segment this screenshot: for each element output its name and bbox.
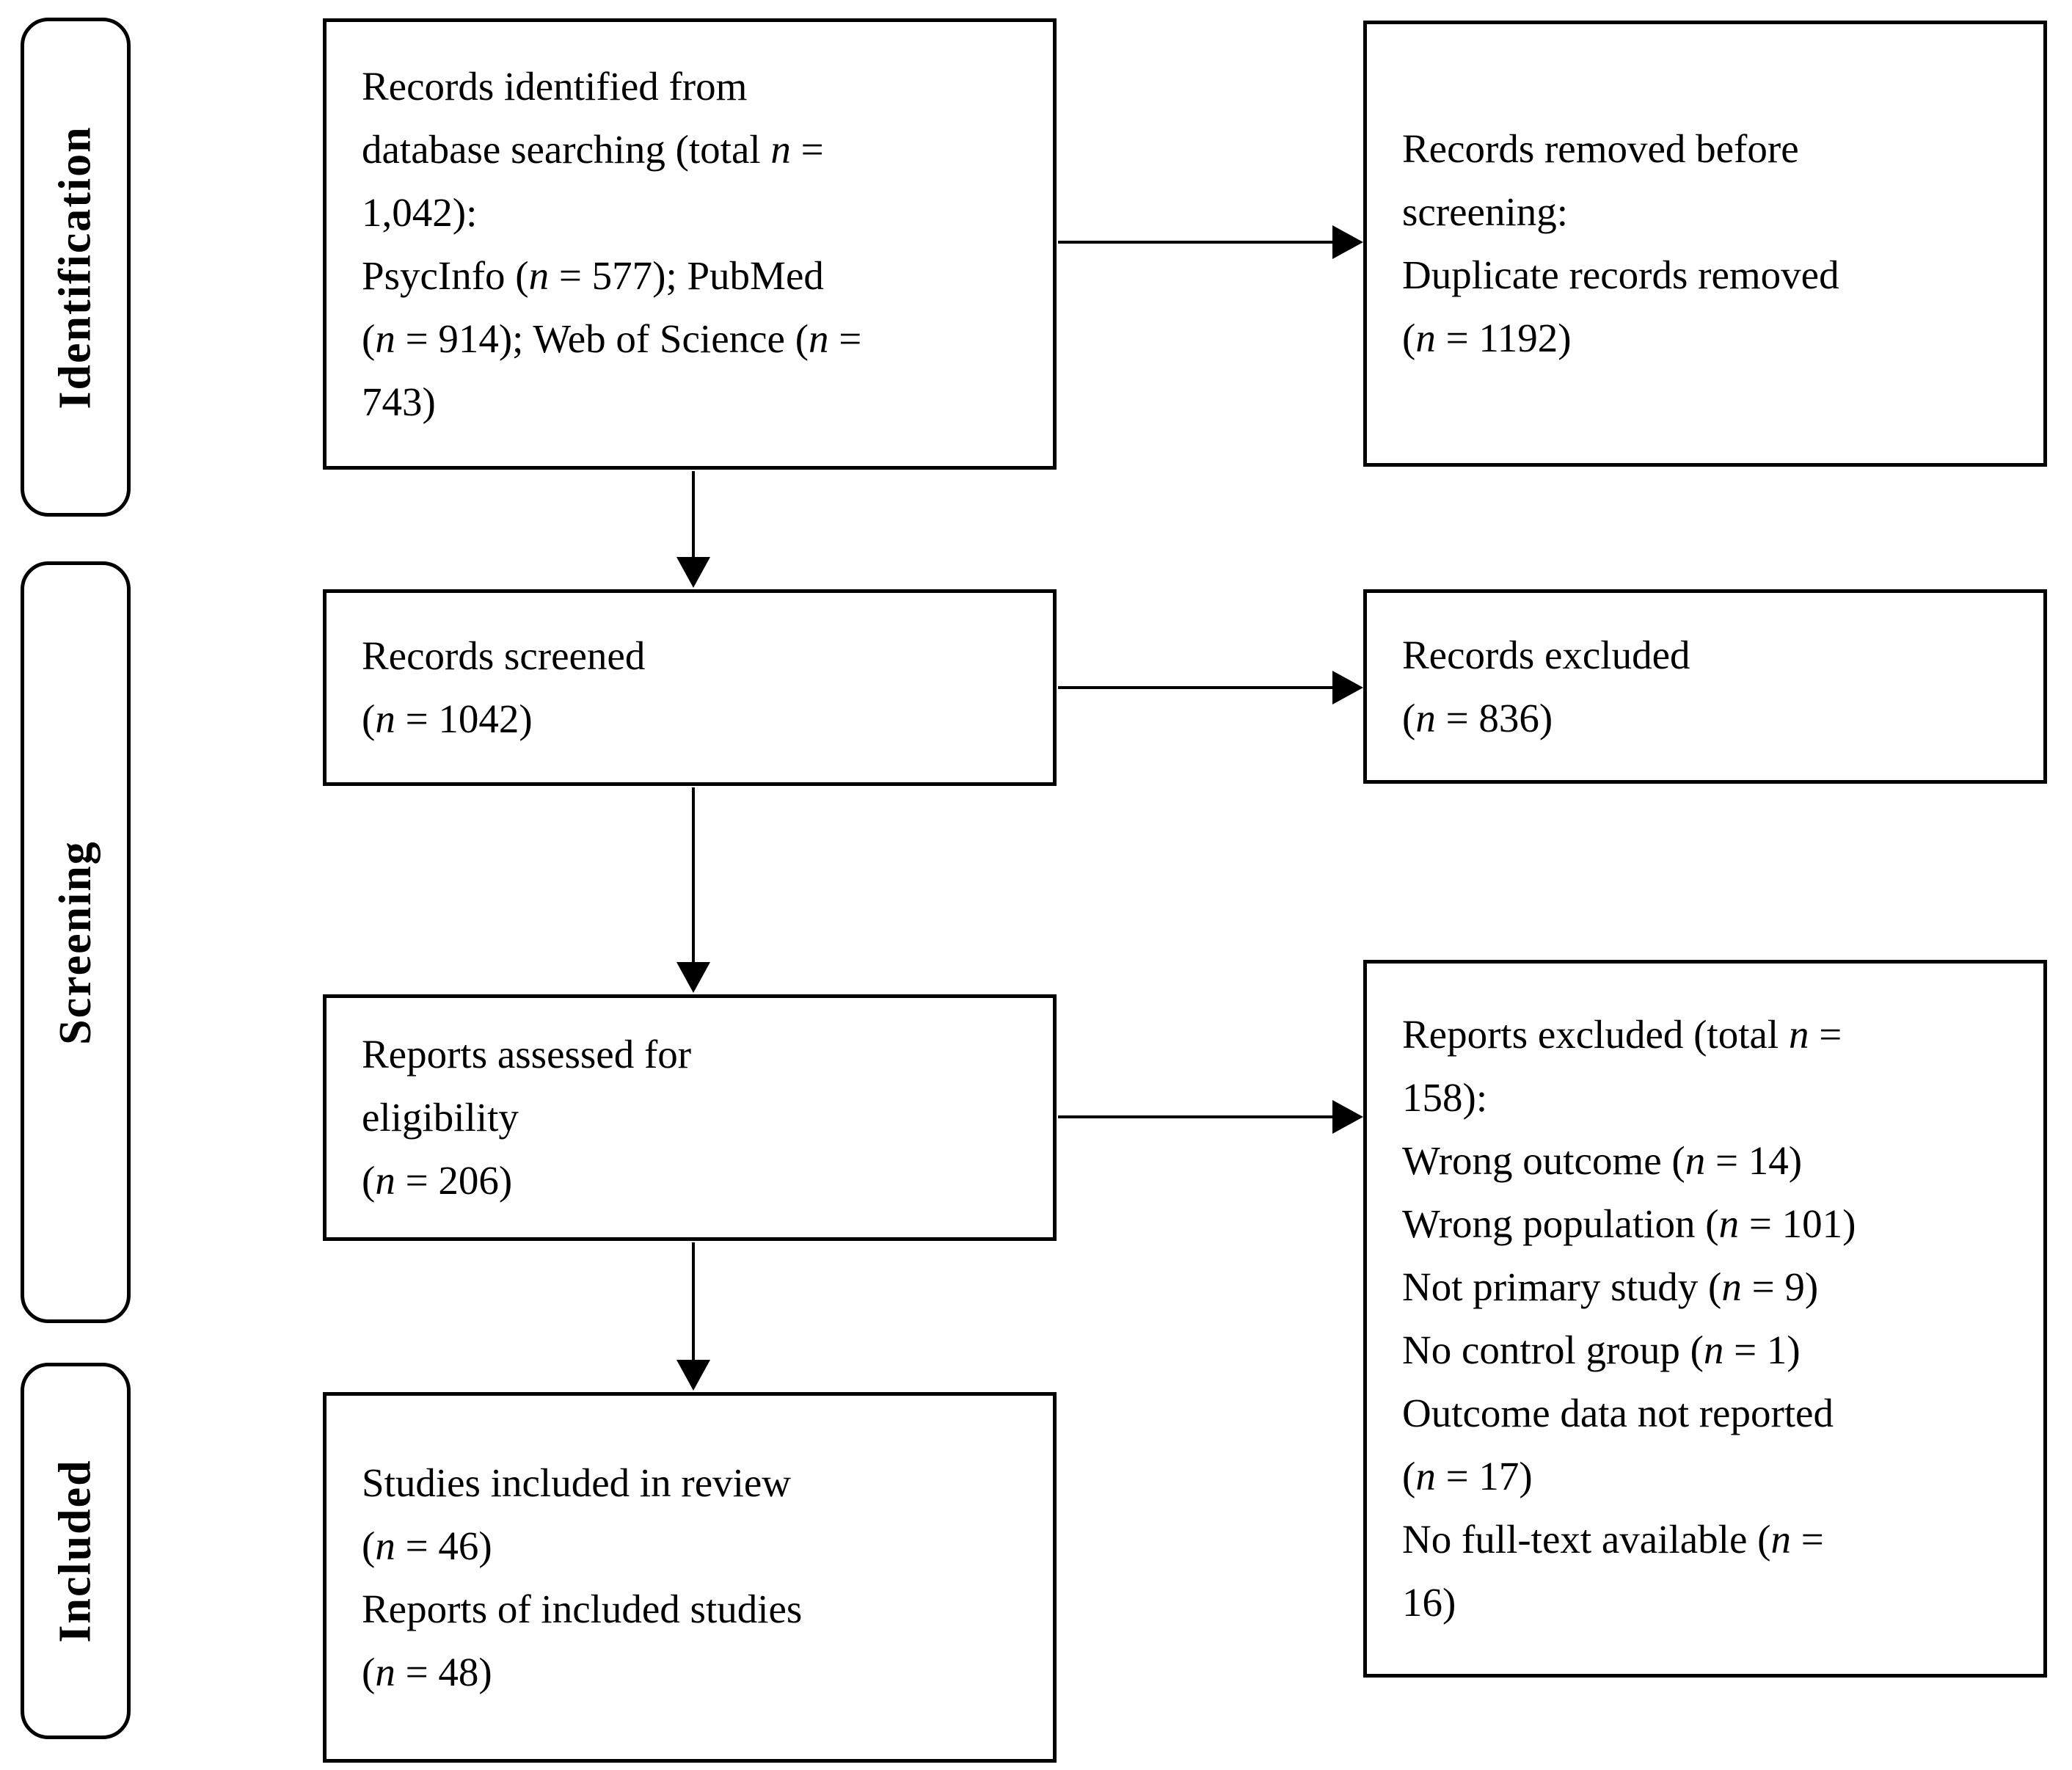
- stage-label-identification: Identification: [50, 125, 101, 409]
- stage-box-included: Included: [21, 1363, 131, 1739]
- stage-label-screening: Screening: [50, 840, 101, 1045]
- stage-box-screening: Screening: [21, 561, 131, 1323]
- arrow-identified-to-screened: [676, 471, 710, 588]
- arrow-assessed-to-included: [676, 1242, 710, 1391]
- arrow-screened-to-assessed: [676, 787, 710, 993]
- arrow-screened-to-records-excluded: [1058, 671, 1363, 704]
- box-reports-excluded-text: Reports excluded (total n =158):Wrong ou…: [1402, 1012, 1856, 1625]
- stage-box-identification: Identification: [21, 18, 131, 517]
- box-records-screened: Records screened(n = 1042): [323, 589, 1057, 786]
- box-records-screened-text: Records screened(n = 1042): [362, 633, 646, 741]
- stage-label-included: Included: [50, 1459, 101, 1643]
- arrow-assessed-to-reports-excluded: [1058, 1100, 1363, 1134]
- box-studies-included: Studies included in review(n = 46)Report…: [323, 1392, 1057, 1763]
- box-records-excluded: Records excluded(n = 836): [1363, 589, 2047, 784]
- arrow-identified-to-removed: [1058, 225, 1363, 259]
- box-studies-included-text: Studies included in review(n = 46)Report…: [362, 1460, 803, 1694]
- box-records-excluded-text: Records excluded(n = 836): [1402, 632, 1690, 740]
- box-reports-excluded: Reports excluded (total n =158):Wrong ou…: [1363, 960, 2047, 1678]
